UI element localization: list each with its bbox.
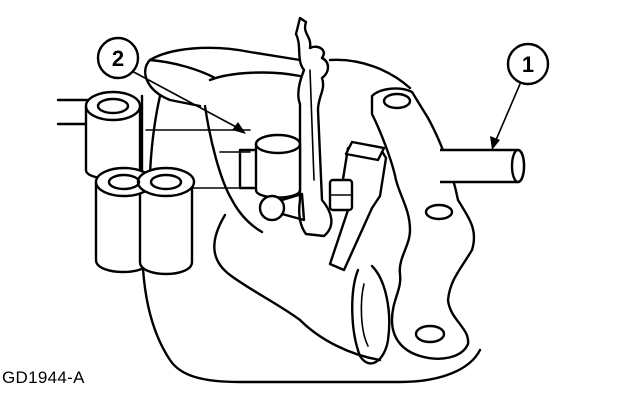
left-tubes — [56, 90, 251, 276]
figure-id-label: GD1944-A — [2, 368, 85, 387]
lever-plate — [294, 16, 333, 238]
callout-2: 2 — [96, 36, 246, 134]
bolt-flange — [351, 87, 476, 365]
pin-cylinder — [238, 133, 306, 222]
arrow-head-icon — [232, 122, 246, 134]
callout-1: 1 — [490, 42, 550, 150]
linkage-arm — [328, 140, 388, 272]
callout-number-2: 2 — [112, 46, 124, 71]
callout-number-1: 1 — [522, 52, 534, 77]
housing-casting — [140, 46, 482, 384]
arrow-head-icon — [490, 136, 500, 150]
shaft-rod — [440, 148, 526, 184]
